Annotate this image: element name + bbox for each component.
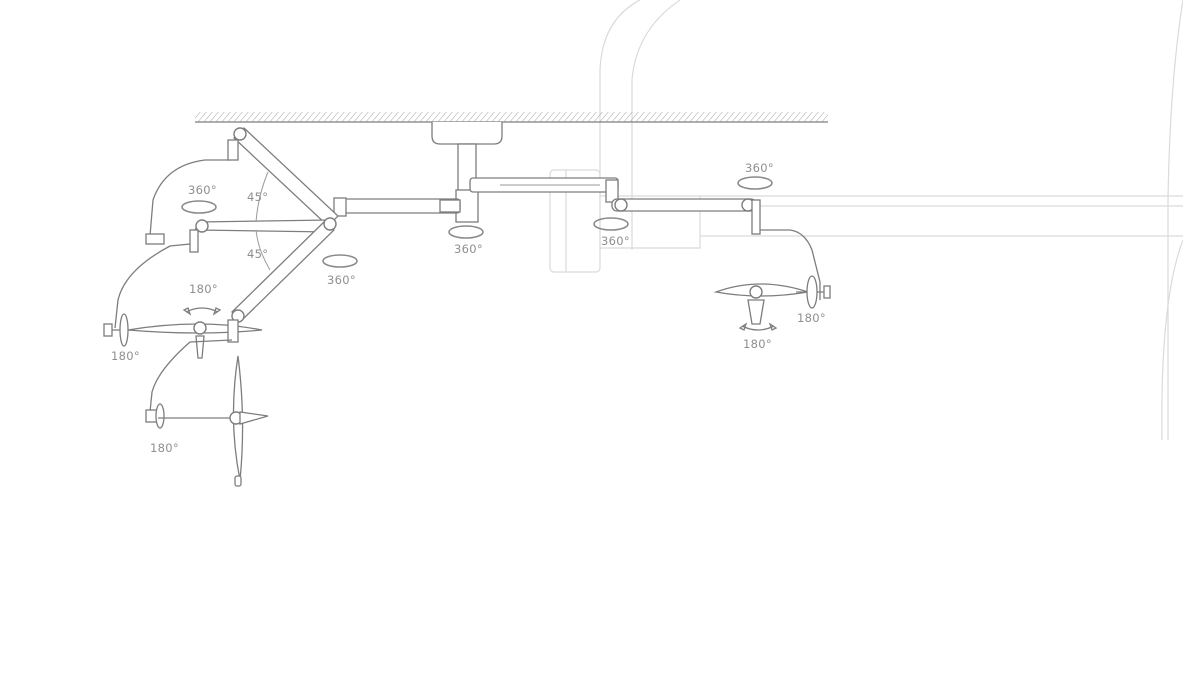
- label-45-upper: 45°: [247, 190, 268, 204]
- ring-column: [448, 225, 484, 239]
- label-45-lower: 45°: [247, 247, 268, 261]
- right-lamp-head: [713, 275, 831, 325]
- label-180-left-head: 180°: [189, 282, 218, 296]
- left-main-arm: [333, 197, 461, 217]
- label-180-right-side: 180°: [797, 311, 826, 325]
- label-180-left-lower: 180°: [150, 441, 179, 455]
- tilt-arrow-right: [741, 325, 775, 331]
- label-360-right-mid: 360°: [601, 234, 630, 248]
- label-360-right-top: 360°: [745, 161, 774, 175]
- tilt-arrow-left: [185, 307, 219, 313]
- label-180-left-yoke: 180°: [111, 349, 140, 363]
- left-spring-arms: [195, 127, 339, 323]
- label-360-column: 360°: [454, 242, 483, 256]
- ring-left-arm: [181, 200, 217, 214]
- background-ghost-outline: [549, 0, 1183, 441]
- left-lower-lamp: [145, 339, 269, 487]
- label-360-joint: 360°: [327, 273, 356, 287]
- ring-joint: [322, 254, 358, 268]
- ring-right-mid: [593, 217, 629, 231]
- left-upper-yoke: [114, 139, 239, 329]
- right-main-arm: [469, 177, 821, 300]
- label-360-left-arm: 360°: [188, 183, 217, 197]
- labels: 360° 45° 45° 360° 360° 360° 360° 180° 18…: [111, 161, 826, 455]
- label-180-right-bottom: 180°: [743, 337, 772, 351]
- rotation-indicators: [181, 176, 778, 331]
- ring-right-top: [737, 176, 773, 190]
- ceiling: [195, 112, 828, 123]
